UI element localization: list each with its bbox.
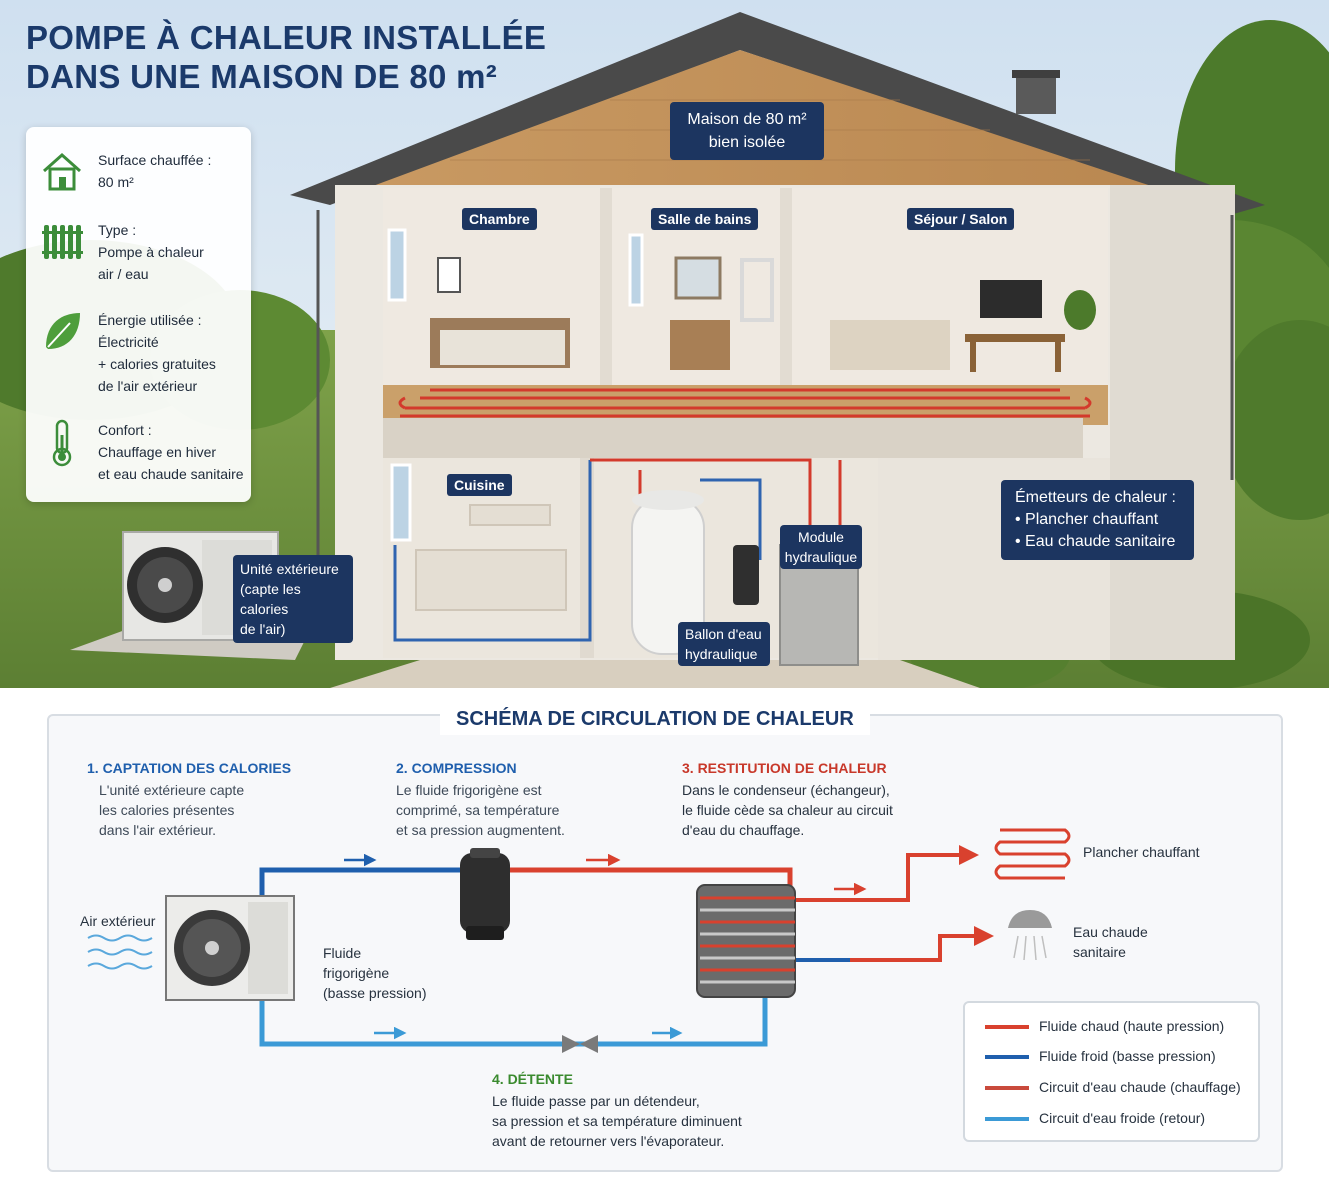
refrigerant-fluid-label-line-2: frigorigène	[323, 965, 390, 981]
room-label-bedroom: Chambre	[462, 208, 537, 230]
shower-icon	[1008, 910, 1052, 961]
expansion-valve	[562, 1035, 598, 1053]
info-label-energy: Énergie utilisée :	[98, 312, 202, 328]
info-value-type-line-2: air / eau	[98, 266, 149, 282]
heat-emitters-box: Émetteurs de chaleur : • Plancher chauff…	[1001, 480, 1194, 560]
info-value-energy-line-2: + calories gratuites	[98, 356, 216, 372]
info-label-comfort: Confort :	[98, 422, 152, 438]
step-3-line-1: Dans le condenseur (échangeur),	[682, 782, 890, 798]
info-card: Surface chauffée : 80 m² Type : Pompe à …	[26, 127, 251, 502]
hot-fluid-pipe	[508, 867, 793, 888]
legend-label-hot-water: Circuit d'eau chaude (chauffage)	[1039, 1079, 1241, 1095]
leaf-icon	[46, 313, 80, 349]
hot-water-circuit-dhw	[795, 926, 994, 962]
legend: Fluide chaud (haute pression) Fluide fro…	[963, 1001, 1260, 1142]
step-4-line-1: Le fluide passe par un détendeur,	[492, 1093, 700, 1109]
legend-label-cold-water: Circuit d'eau froide (retour)	[1039, 1110, 1206, 1126]
outdoor-unit-label-line-2: (capte les calories	[240, 581, 301, 617]
legend-swatch-cold-water	[985, 1117, 1029, 1121]
info-label-type: Type :	[98, 222, 137, 238]
info-value-comfort-line-2: et eau chaude sanitaire	[98, 466, 244, 482]
page-title-line-1: POMPE À CHALEUR INSTALLÉE	[26, 19, 547, 56]
house-scene-drawing	[0, 0, 1329, 688]
step-2-line-3: et sa pression augmentent.	[396, 822, 565, 838]
floor-heating-label: Plancher chauffant	[1083, 844, 1200, 860]
outdoor-unit-evaporator	[165, 895, 295, 1001]
house-size-badge-line-1: Maison de 80 m²	[687, 111, 807, 128]
info-value-type-line-1: Pompe à chaleur	[98, 244, 204, 260]
cold-fluid-pipe-bottom	[259, 998, 768, 1047]
info-value-comfort-line-1: Chauffage en hiver	[98, 444, 217, 460]
floor-heating-icon	[994, 828, 1071, 880]
step-4-line-3: avant de retourner vers l'évaporateur.	[492, 1133, 725, 1149]
step-1-text: L'unité extérieure capte les calories pr…	[99, 780, 244, 840]
step-2-line-1: Le fluide frigorigène est	[396, 782, 542, 798]
step-2-text: Le fluide frigorigène est comprimé, sa t…	[396, 780, 565, 840]
page-title: POMPE À CHALEUR INSTALLÉE DANS UNE MAISO…	[26, 18, 546, 96]
radiator-icon	[42, 225, 83, 259]
step-4-text: Le fluide passe par un détendeur, sa pre…	[492, 1091, 742, 1151]
step-4-line-2: sa pression et sa température diminuent	[492, 1113, 742, 1129]
info-value-energy-line-3: de l'air extérieur	[98, 378, 198, 394]
heat-emitters-item-dhw: • Eau chaude sanitaire	[1015, 533, 1176, 550]
step-1-line-2: les calories présentes	[99, 802, 235, 818]
water-tank-label-line-2: hydraulique	[685, 646, 758, 662]
refrigerant-fluid-label-line-3: (basse pression)	[323, 985, 427, 1001]
step-2-title: 2. COMPRESSION	[396, 760, 517, 776]
hydraulic-module-label: Module hydraulique	[780, 525, 862, 569]
legend-swatch-hot-water	[985, 1086, 1029, 1090]
outdoor-air-waves	[87, 934, 153, 970]
step-3-line-3: d'eau du chauffage.	[682, 822, 805, 838]
page-title-line-2: DANS UNE MAISON DE 80 m²	[26, 58, 498, 95]
outdoor-unit-label: Unité extérieure (capte les calories de …	[233, 555, 353, 643]
outdoor-unit-label-line-1: Unité extérieure	[240, 561, 339, 577]
hydraulic-module-label-line-1: Module	[798, 529, 844, 545]
hydraulic-module-label-line-2: hydraulique	[784, 549, 858, 565]
step-1-line-1: L'unité extérieure capte	[99, 782, 245, 798]
step-3-text: Dans le condenseur (échangeur), le fluid…	[682, 780, 893, 840]
heat-emitters-title: Émetteurs de chaleur :	[1015, 489, 1176, 506]
legend-label-hot-fluid: Fluide chaud (haute pression)	[1039, 1018, 1225, 1034]
step-3-line-2: le fluide cède sa chaleur au circuit	[682, 802, 893, 818]
legend-swatch-hot-fluid	[985, 1025, 1029, 1029]
house-size-badge: Maison de 80 m² bien isolée	[670, 102, 824, 160]
domestic-hot-water-label-line-2: sanitaire	[1073, 944, 1126, 960]
info-label-surface: Surface chauffée :	[98, 152, 212, 168]
water-tank-label: Ballon d'eau hydraulique	[678, 622, 770, 666]
refrigerant-fluid-label: Fluide frigorigène (basse pression)	[323, 943, 427, 1003]
room-label-bathroom: Salle de bains	[651, 208, 759, 230]
room-label-kitchen: Cuisine	[447, 474, 512, 496]
step-3-title: 3. RESTITUTION DE CHALEUR	[682, 760, 887, 776]
info-value-surface: 80 m²	[98, 174, 134, 190]
hot-water-circuit-floor	[795, 845, 979, 902]
outdoor-air-label: Air extérieur	[80, 913, 156, 929]
scheme-title: SCHÉMA DE CIRCULATION DE CHALEUR	[440, 704, 870, 735]
house-size-badge-line-2: bien isolée	[708, 134, 786, 151]
water-tank-label-line-1: Ballon d'eau	[685, 626, 762, 642]
domestic-hot-water-label-line-1: Eau chaude	[1073, 924, 1148, 940]
thermometer-icon	[52, 419, 72, 467]
info-value-energy-line-1: Électricité	[98, 334, 159, 350]
house-icon	[43, 152, 81, 191]
domestic-hot-water-label: Eau chaude sanitaire	[1073, 922, 1148, 962]
step-1-title: 1. CAPTATION DES CALORIES	[87, 760, 292, 776]
step-2-line-2: comprimé, sa température	[396, 802, 560, 818]
room-label-living: Séjour / Salon	[907, 208, 1015, 230]
legend-label-cold-fluid: Fluide froid (basse pression)	[1039, 1048, 1216, 1064]
condenser-exchanger	[696, 884, 796, 998]
heat-emitters-item-floor: • Plancher chauffant	[1015, 511, 1159, 528]
step-4-title: 4. DÉTENTE	[492, 1071, 573, 1087]
compressor	[460, 848, 510, 940]
step-1-line-3: dans l'air extérieur.	[99, 822, 217, 838]
refrigerant-fluid-label-line-1: Fluide	[323, 945, 362, 961]
heat-circulation-diagram	[87, 828, 1071, 1053]
house-illustration: POMPE À CHALEUR INSTALLÉE DANS UNE MAISO…	[0, 0, 1329, 688]
outdoor-unit-label-line-3: de l'air)	[240, 621, 286, 637]
legend-swatch-cold-fluid	[985, 1055, 1029, 1059]
